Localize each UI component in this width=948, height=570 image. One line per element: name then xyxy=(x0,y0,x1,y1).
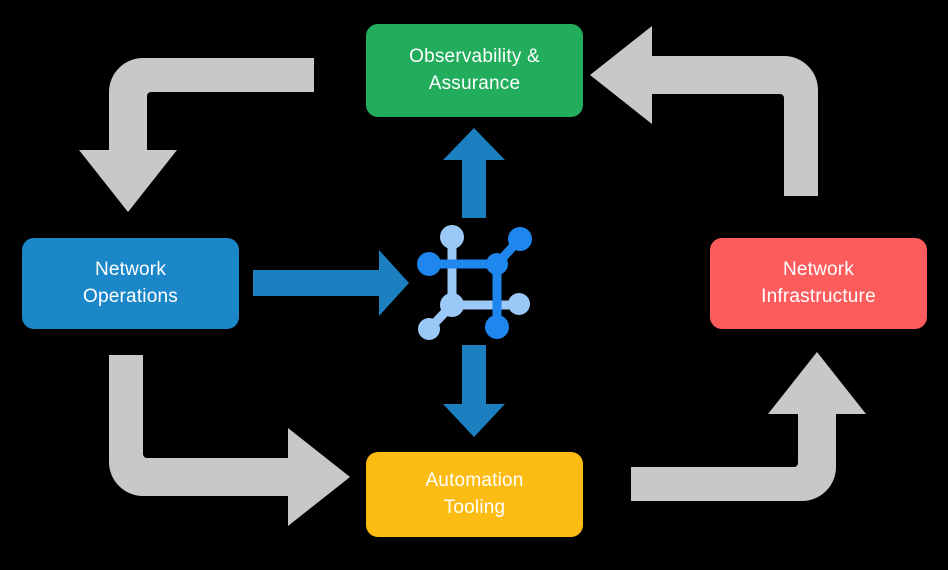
arrow-center-to-observability xyxy=(443,128,505,218)
icon-node-center-upper xyxy=(486,253,508,275)
node-observability-assurance[interactable]: Observability & Assurance xyxy=(366,24,583,117)
arrow-netops-to-automation xyxy=(109,355,350,526)
icon-node-top xyxy=(440,225,464,249)
arrow-center-to-automation xyxy=(443,345,505,437)
arrow-observability-to-netops xyxy=(79,58,314,212)
icon-node-bottom-left xyxy=(418,318,440,340)
arrow-automation-to-netinfra xyxy=(631,352,866,501)
node-automation-tooling[interactable]: Automation Tooling xyxy=(366,452,583,537)
icon-node-top-right xyxy=(508,227,532,251)
icon-node-center-lower xyxy=(440,293,464,317)
arrow-netinfra-to-observability xyxy=(590,26,818,196)
icon-node-bottom xyxy=(485,315,509,339)
node-network-operations[interactable]: Network Operations xyxy=(22,238,239,329)
icon-node-right-mid xyxy=(508,293,530,315)
icon-node-left xyxy=(417,252,441,276)
network-topology-icon xyxy=(417,225,532,340)
node-network-infrastructure[interactable]: Network Infrastructure xyxy=(710,238,927,329)
arrow-netops-to-center xyxy=(253,250,409,316)
